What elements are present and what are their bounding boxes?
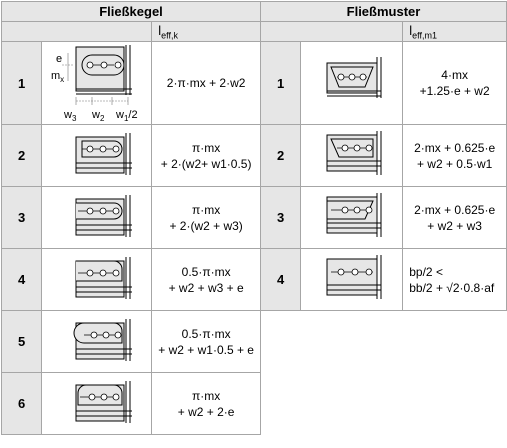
right-formula-4: bp/2 < bb/2 + √2·0.8·af — [402, 248, 507, 311]
right-row-number: 3 — [259, 186, 302, 249]
left-diagram-2 — [41, 124, 153, 187]
left-diagram-5 — [41, 310, 153, 373]
right-row-number: 1 — [259, 41, 302, 125]
left-formula-2: π·mx + 2·(w2+ w1·0.5) — [151, 124, 261, 187]
yield-cone-diagram-4 — [75, 256, 133, 299]
left-row-number: 2 — [0, 124, 43, 187]
right-diagram-3 — [300, 186, 404, 249]
left-formula-6: π·mx + w2 + 2·e — [151, 372, 261, 435]
yield-cone-diagram-2 — [75, 132, 133, 175]
right-diagram-1 — [300, 41, 404, 125]
left-formula-5: 0.5·π·mx + w2 + w1·0.5 + e — [151, 310, 261, 373]
table-row: 3 π·mx + 2·(w2 + w3) 3 — [0, 186, 507, 249]
yield-cone-diagram-6 — [75, 380, 133, 423]
yield-pattern-diagram-1 — [326, 57, 382, 98]
right-formula-2: 2·mx + 0.625·e + w2 + 0.5·w1 — [402, 124, 507, 187]
yield-pattern-diagram-2 — [326, 130, 382, 175]
yield-pattern-diagram-3 — [326, 192, 382, 237]
yield-cone-diagram-1: e mx w3 w2 — [51, 45, 138, 123]
left-formula-3: π·mx + 2·(w2 + w3) — [151, 186, 261, 249]
table-row: 1 e mx — [0, 41, 507, 125]
dim-mx-label: mx — [51, 70, 64, 84]
right-diagram-4 — [300, 248, 404, 311]
table-row: 5 0.5·π·mx + w2 + w1·0.5 + e — [0, 310, 507, 373]
left-row-number: 3 — [0, 186, 43, 249]
empty-area — [260, 372, 507, 435]
dim-w2-label: w2 — [91, 109, 105, 123]
subheader-blank-left — [0, 21, 153, 42]
left-row-number: 5 — [0, 310, 43, 373]
left-diagram-3 — [41, 186, 153, 249]
left-row-number: 6 — [0, 372, 43, 435]
left-diagram-4 — [41, 248, 153, 311]
left-row-number: 1 — [0, 41, 43, 125]
dim-w3-label: w3 — [63, 109, 77, 123]
dim-w1-label: w1/2 — [115, 109, 138, 123]
left-diagram-6 — [41, 372, 153, 435]
left-row-number: 4 — [0, 248, 43, 311]
right-formula-1: 4·mx +1.25·e + w2 — [402, 41, 507, 125]
table-row: 6 π·mx + w2 + 2·e — [0, 372, 507, 435]
right-row-number: 2 — [259, 124, 302, 187]
yield-cone-diagram-5 — [73, 318, 133, 361]
subheader-ieff-m1: leff,m1 — [402, 21, 507, 42]
left-formula-4: 0.5·π·mx + w2 + w3 + e — [151, 248, 261, 311]
effective-length-table: Fließkegel Fließmuster leff,k leff,m1 1 … — [0, 1, 507, 435]
left-formula-1: 2·π·mx + 2·w2 — [151, 41, 261, 125]
left-diagram-1: e mx w3 w2 — [41, 41, 153, 125]
right-formula-3: 2·mx + 0.625·e + w2 + w3 — [402, 186, 507, 249]
empty-area — [260, 310, 507, 373]
subheader-blank-right — [259, 21, 404, 42]
subheader-ieff-k: leff,k — [151, 21, 261, 42]
yield-cone-diagram-3 — [75, 194, 133, 237]
right-row-number: 4 — [259, 248, 302, 311]
header-fliessmuster: Fließmuster — [259, 1, 507, 22]
header-fliesskegel: Fließkegel — [1, 1, 261, 22]
table-row: 4 0.5·π·mx + w2 + w3 + e 4 — [0, 248, 507, 311]
dim-e-label: e — [56, 53, 62, 65]
right-diagram-2 — [300, 124, 404, 187]
table-row: 2 π·mx + 2·(w2+ w1·0.5) 2 — [0, 124, 507, 187]
yield-pattern-diagram-4 — [326, 254, 382, 299]
